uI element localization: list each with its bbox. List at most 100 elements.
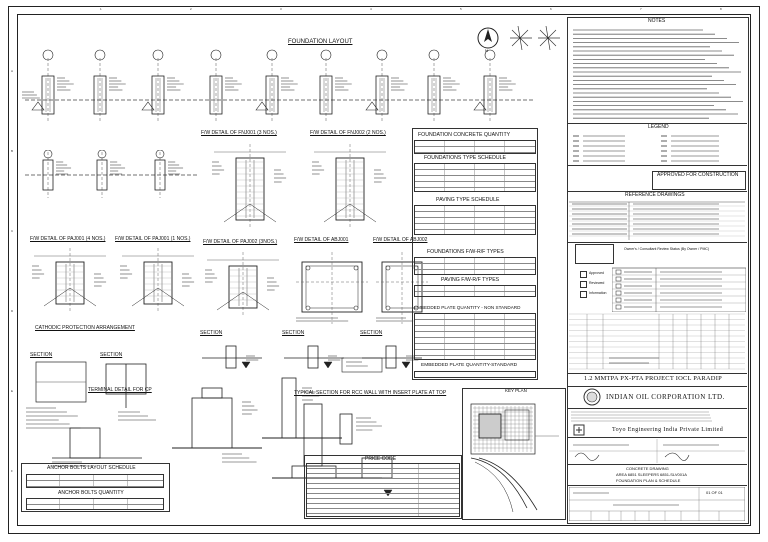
grid-col-4: 4 bbox=[370, 7, 372, 11]
price-code-box bbox=[304, 455, 462, 519]
drawing-stroke bbox=[235, 157, 265, 221]
embedded-non-standard-title: EMBEDDED PLATE QUANTITY - NON STANDARD bbox=[414, 305, 521, 310]
approved-checkbox[interactable] bbox=[580, 271, 587, 278]
price-code-title: PRICE CODE bbox=[365, 456, 397, 462]
information-checkbox[interactable] bbox=[580, 291, 587, 298]
grid-row-e: E bbox=[11, 389, 14, 393]
key-plan-drawing bbox=[470, 403, 559, 513]
foundations-type-schedule-title: FOUNDATIONS TYPE SCHEDULE bbox=[424, 155, 506, 161]
paving-type-schedule-title: PAVING TYPE SCHEDULE bbox=[436, 197, 500, 203]
anchor-schedule-table bbox=[26, 474, 164, 488]
grid-col-3: 3 bbox=[280, 7, 282, 11]
owner-name: INDIAN OIL CORPORATION LTD. bbox=[606, 393, 725, 401]
drawing-stroke bbox=[385, 345, 397, 369]
title-fw-paj001: F/W DETAIL OF PAJ001 (4 NOS.) bbox=[30, 236, 106, 242]
reference-drawings-list bbox=[569, 201, 745, 240]
paving-fw-rf-types-title: PAVING F/W-R/F TYPES bbox=[441, 277, 500, 283]
drawing-stroke bbox=[470, 457, 528, 509]
title-fw-fnj002: F/W DETAIL OF FNJ002 (2 NOS.) bbox=[310, 130, 386, 136]
embedded-non-standard-table bbox=[414, 313, 536, 360]
copyright-text bbox=[571, 411, 712, 422]
drawing-stroke bbox=[323, 361, 333, 369]
drawing-stroke bbox=[96, 159, 108, 191]
drawing-stroke bbox=[201, 387, 223, 399]
drawing-stroke bbox=[281, 377, 297, 439]
revision-table bbox=[569, 313, 745, 370]
embedded-standard-table bbox=[414, 371, 536, 378]
title-fw-fnj001: F/W DETAIL OF FNJ001 (3 NOS.) bbox=[201, 130, 277, 136]
drawing-stroke bbox=[154, 159, 166, 191]
detail-abj001-drawing bbox=[296, 252, 368, 324]
paving-type-schedule-table bbox=[414, 205, 536, 235]
approved-stamp bbox=[652, 171, 746, 190]
reviewed-checkbox[interactable] bbox=[580, 281, 587, 288]
title-section-5: SECTION bbox=[100, 352, 123, 358]
contractor-name: Toyo Engineering India Private Limited bbox=[612, 427, 724, 433]
secondary-layout-plan bbox=[25, 150, 198, 198]
embedded-standard-title: EMBEDDED PLATE QUANTITY-STANDARD bbox=[421, 363, 518, 368]
price-code-table bbox=[306, 463, 460, 517]
drawing-stroke bbox=[376, 49, 388, 61]
drawing-stroke bbox=[42, 49, 54, 61]
inner-border bbox=[17, 14, 751, 526]
drawing-stroke bbox=[210, 49, 222, 61]
title-terminal: TERMINAL DETAIL FOR CP bbox=[88, 387, 152, 393]
drawing-stroke bbox=[93, 75, 107, 115]
drawing-stroke bbox=[504, 409, 530, 441]
foundations-fw-rf-types-table bbox=[414, 257, 536, 275]
drawing-stroke bbox=[574, 452, 600, 461]
drawing-stroke bbox=[307, 345, 319, 369]
drawing-stroke bbox=[131, 287, 185, 307]
drawing-stroke bbox=[320, 49, 332, 61]
drawing-stroke bbox=[615, 269, 622, 275]
drawing-stroke bbox=[478, 457, 538, 511]
drawing-stroke bbox=[483, 75, 497, 115]
grid-row-b: B bbox=[11, 149, 14, 153]
grid-row-d: D bbox=[11, 309, 14, 313]
foundations-type-schedule-table bbox=[414, 163, 536, 192]
drawing-stroke bbox=[191, 397, 233, 449]
drawing-stroke bbox=[241, 361, 251, 369]
drawing-stroke bbox=[305, 305, 311, 311]
drawing-stroke bbox=[225, 345, 237, 369]
title-fw-abj001: F/W DETAIL OF ABJ001 bbox=[294, 237, 349, 243]
drawing-stroke bbox=[141, 101, 155, 111]
title-typical-section: TYPICAL SECTION FOR RCC WALL WITH INSERT… bbox=[294, 390, 447, 396]
grid-row-a: A bbox=[11, 69, 14, 73]
sheet-number: 01 OF 01 bbox=[706, 490, 723, 495]
drawing-stroke bbox=[385, 265, 391, 271]
drawing-stroke bbox=[385, 305, 391, 311]
drawing-stroke bbox=[55, 261, 85, 305]
title-fw-paj002: F/W DETAIL OF PAJ002 (3NOS.) bbox=[203, 239, 278, 245]
foundation-layout-plan bbox=[22, 49, 535, 123]
title-foundation-layout: FOUNDATION LAYOUT bbox=[288, 39, 353, 45]
detail-fnj001-drawing bbox=[212, 144, 287, 228]
drawing-stroke bbox=[365, 101, 379, 111]
drawing-stroke bbox=[152, 49, 164, 61]
drawing-stroke bbox=[470, 403, 536, 455]
drawing-stroke bbox=[353, 265, 359, 271]
review-codes-table bbox=[612, 267, 746, 312]
drawing-title-2: AREA 6851 SLEEPERS 6851-SLV001A bbox=[616, 472, 687, 477]
drawing-stroke bbox=[473, 101, 487, 111]
notes-text-block bbox=[573, 29, 743, 119]
drawing-stroke bbox=[664, 452, 690, 461]
foundation-concrete-quantity-table bbox=[414, 140, 536, 154]
drawing-stroke bbox=[478, 413, 502, 439]
title-fw-pau001: F/W DETAIL OF PAJ001 (1 NOS.) bbox=[115, 236, 191, 242]
detail-paj001-drawing bbox=[32, 248, 107, 312]
legend-block bbox=[573, 135, 719, 162]
drawing-stroke bbox=[94, 49, 106, 61]
drawing-stroke bbox=[474, 461, 514, 513]
drawing-stroke bbox=[375, 75, 389, 115]
divider bbox=[567, 408, 747, 409]
drawing-stroke bbox=[151, 75, 165, 115]
drawing-stroke bbox=[615, 304, 622, 310]
reference-title: REFERENCE DRAWINGS bbox=[625, 192, 685, 198]
foundations-fw-rf-types-title: FOUNDATIONS F/W-R/F TYPES bbox=[427, 249, 504, 255]
title-section-2: SECTION bbox=[282, 330, 305, 336]
project-name: 1.2 MMTPA PX-PTA PROJECT IOCL PARADIP bbox=[584, 375, 722, 382]
drawing-stroke bbox=[255, 101, 269, 111]
drawing-stroke bbox=[155, 150, 165, 159]
